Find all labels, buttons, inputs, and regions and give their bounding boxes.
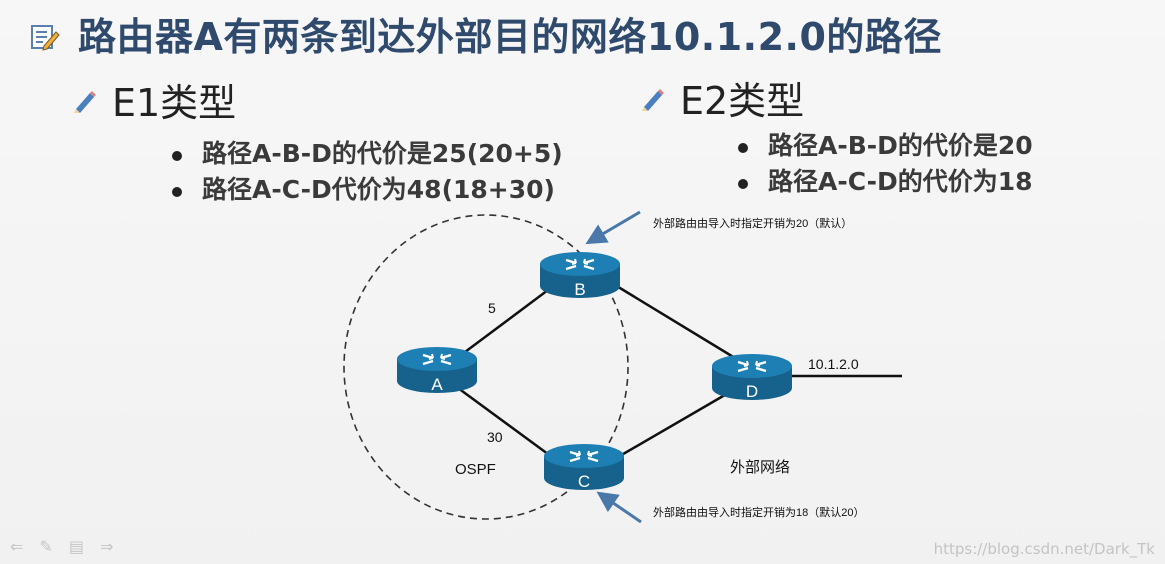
router-a: A bbox=[397, 347, 477, 394]
annotation-arrow-top bbox=[585, 210, 641, 245]
ospf-area-label: OSPF bbox=[455, 461, 496, 478]
section-heading-e2: E2类型 bbox=[640, 70, 804, 125]
pencil-icon bbox=[74, 90, 96, 113]
pen-icon[interactable]: ✎ bbox=[39, 537, 53, 556]
annotation-top: 外部路由由导入时指定开销为20（默认） bbox=[653, 216, 852, 230]
bullet-list-e1: 路径A-B-D的代价是25(20+5) 路径A-C-D代价为48(18+30) bbox=[172, 136, 563, 208]
router-label: B bbox=[574, 280, 585, 299]
router-label: C bbox=[578, 472, 590, 491]
bullet-item: 路径A-B-D的代价是20 bbox=[738, 128, 1033, 164]
network-label: 10.1.2.0 bbox=[808, 356, 859, 372]
section-heading-label: E2类型 bbox=[680, 79, 805, 123]
menu-icon[interactable]: ▤ bbox=[68, 537, 84, 556]
link-a-c bbox=[457, 386, 553, 459]
annotation-arrow-bottom bbox=[596, 491, 642, 524]
bullet-item: 路径A-B-D的代价是25(20+5) bbox=[172, 136, 563, 172]
router-c: C bbox=[544, 444, 624, 491]
pencil-icon bbox=[642, 88, 664, 111]
router-label: A bbox=[431, 375, 443, 394]
router-label: D bbox=[746, 382, 758, 401]
router-b: B bbox=[540, 252, 620, 299]
ospf-area-boundary bbox=[343, 214, 629, 520]
link-cost-a-b: 5 bbox=[488, 300, 496, 316]
annotation-bottom: 外部路由由导入时指定开销为18（默认20） bbox=[653, 505, 864, 519]
link-b-d bbox=[614, 283, 736, 360]
section-heading-e1: E1类型 bbox=[72, 72, 236, 127]
next-icon[interactable]: ⇒ bbox=[99, 537, 114, 556]
prev-icon[interactable]: ⇐ bbox=[10, 537, 24, 556]
watermark: https://blog.csdn.net/Dark_Tk bbox=[933, 540, 1155, 558]
slide-nav: ⇐ ✎ ▤ ⇒ bbox=[10, 537, 113, 556]
external-network-label: 外部网络 bbox=[730, 459, 790, 476]
link-c-d bbox=[617, 390, 731, 459]
slide-edit-icon bbox=[31, 25, 60, 51]
section-heading-label: E1类型 bbox=[112, 81, 237, 125]
page-title: 路由器A有两条到达外部目的网络10.1.2.0的路径 bbox=[78, 15, 942, 59]
bullet-list-e2: 路径A-B-D的代价是20 路径A-C-D的代价为18 bbox=[738, 128, 1033, 200]
link-a-b bbox=[464, 288, 549, 354]
link-cost-a-c: 30 bbox=[487, 429, 503, 445]
router-d: D bbox=[712, 354, 792, 401]
bullet-item: 路径A-C-D的代价为18 bbox=[738, 164, 1033, 200]
bullet-item: 路径A-C-D代价为48(18+30) bbox=[172, 172, 563, 208]
